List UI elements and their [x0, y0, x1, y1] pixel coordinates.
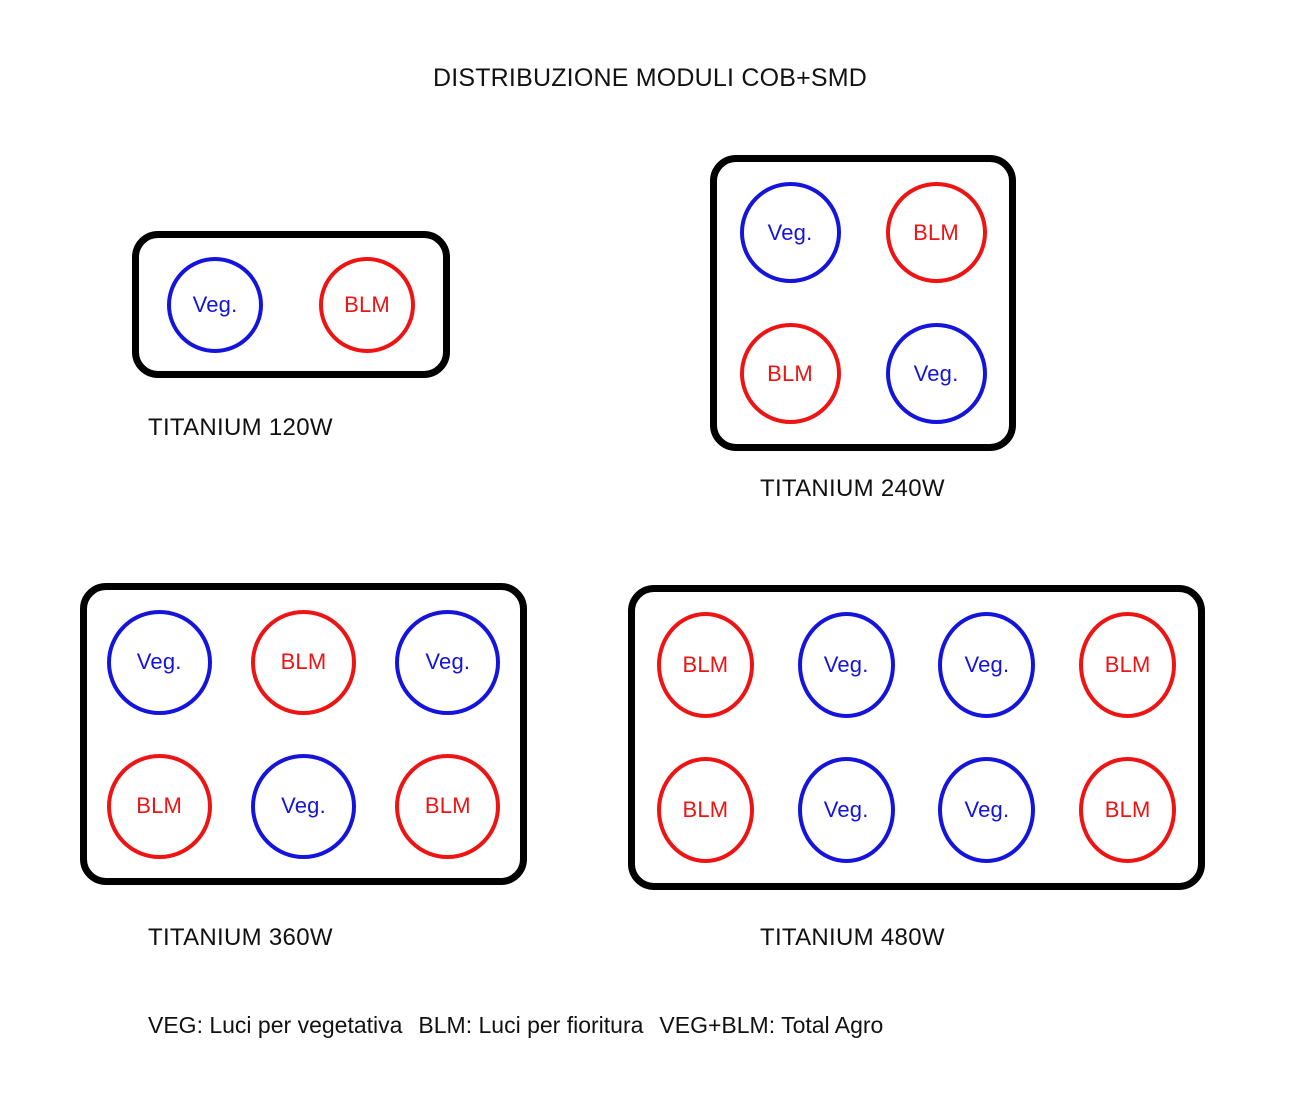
legend-segment: VEG+BLM: Total Agro: [659, 1012, 884, 1038]
module-circle-blm[interactable]: BLM: [885, 182, 987, 283]
module-circle-blm[interactable]: BLM: [1079, 757, 1177, 864]
module-circle-blm[interactable]: BLM: [106, 753, 212, 859]
module-label: BLM: [344, 291, 390, 317]
module-circle-blm[interactable]: BLM: [656, 611, 754, 718]
fixture-panel-titanium-360w[interactable]: Veg. BLM Veg. BLM Veg. BLM: [80, 583, 527, 885]
fixture-caption-titanium-120w: TITANIUM 120W: [148, 414, 333, 441]
module-label: Veg.: [136, 649, 182, 674]
module-grid: Veg. BLM BLM Veg.: [717, 162, 1009, 444]
module-circle-veg[interactable]: Veg.: [739, 182, 841, 283]
module-label: Veg.: [964, 797, 1010, 823]
module-circle-blm[interactable]: BLM: [656, 757, 754, 864]
module-label: Veg.: [823, 651, 869, 677]
module-label: Veg.: [823, 797, 869, 823]
module-label: BLM: [767, 360, 813, 386]
module-circle-blm[interactable]: BLM: [250, 609, 356, 715]
module-circle-veg[interactable]: Veg.: [938, 611, 1036, 718]
module-grid: Veg. BLM: [139, 238, 443, 371]
legend-segment: BLM: Luci per fioritura: [418, 1012, 644, 1038]
fixture-panel-titanium-120w[interactable]: Veg. BLM: [132, 231, 450, 378]
module-label: BLM: [1104, 651, 1151, 677]
module-circle-veg[interactable]: Veg.: [106, 609, 212, 715]
module-circle-blm[interactable]: BLM: [1079, 611, 1177, 718]
module-label: BLM: [682, 797, 729, 823]
fixture-panel-titanium-240w[interactable]: Veg. BLM BLM Veg.: [710, 155, 1016, 451]
module-circle-veg[interactable]: Veg.: [167, 256, 263, 353]
module-label: Veg.: [767, 219, 813, 245]
fixture-caption-titanium-360w: TITANIUM 360W: [148, 924, 333, 951]
module-label: Veg.: [964, 651, 1010, 677]
module-label: Veg.: [913, 360, 959, 386]
module-label: BLM: [136, 793, 183, 818]
module-circle-blm[interactable]: BLM: [739, 323, 841, 424]
module-label: BLM: [424, 793, 471, 818]
module-circle-blm[interactable]: BLM: [395, 753, 501, 859]
module-grid: BLM Veg. Veg. BLM BLM Veg. Veg. BLM: [635, 592, 1198, 883]
module-circle-veg[interactable]: Veg.: [885, 323, 987, 424]
fixture-caption-titanium-240w: TITANIUM 240W: [760, 475, 945, 502]
legend: VEG: Luci per vegetativa BLM: Luci per fi…: [148, 1012, 883, 1039]
module-label: BLM: [1104, 797, 1151, 823]
fixture-panel-titanium-480w[interactable]: BLM Veg. Veg. BLM BLM Veg. Veg. BLM: [628, 585, 1205, 890]
module-circle-blm[interactable]: BLM: [319, 256, 415, 353]
module-label: Veg.: [192, 291, 238, 317]
fixture-caption-titanium-480w: TITANIUM 480W: [760, 924, 945, 951]
module-circle-veg[interactable]: Veg.: [938, 757, 1036, 864]
module-label: Veg.: [281, 793, 326, 818]
module-circle-veg[interactable]: Veg.: [395, 609, 501, 715]
module-label: Veg.: [425, 649, 471, 674]
module-label: BLM: [913, 219, 959, 245]
legend-segment: VEG: Luci per vegetativa: [148, 1012, 403, 1038]
module-label: BLM: [280, 649, 327, 674]
module-circle-veg[interactable]: Veg.: [250, 753, 356, 859]
module-label: BLM: [682, 651, 729, 677]
module-circle-veg[interactable]: Veg.: [797, 611, 895, 718]
module-circle-veg[interactable]: Veg.: [797, 757, 895, 864]
module-grid: Veg. BLM Veg. BLM Veg. BLM: [87, 590, 520, 878]
page-title: DISTRIBUZIONE MODULI COB+SMD: [432, 64, 868, 92]
